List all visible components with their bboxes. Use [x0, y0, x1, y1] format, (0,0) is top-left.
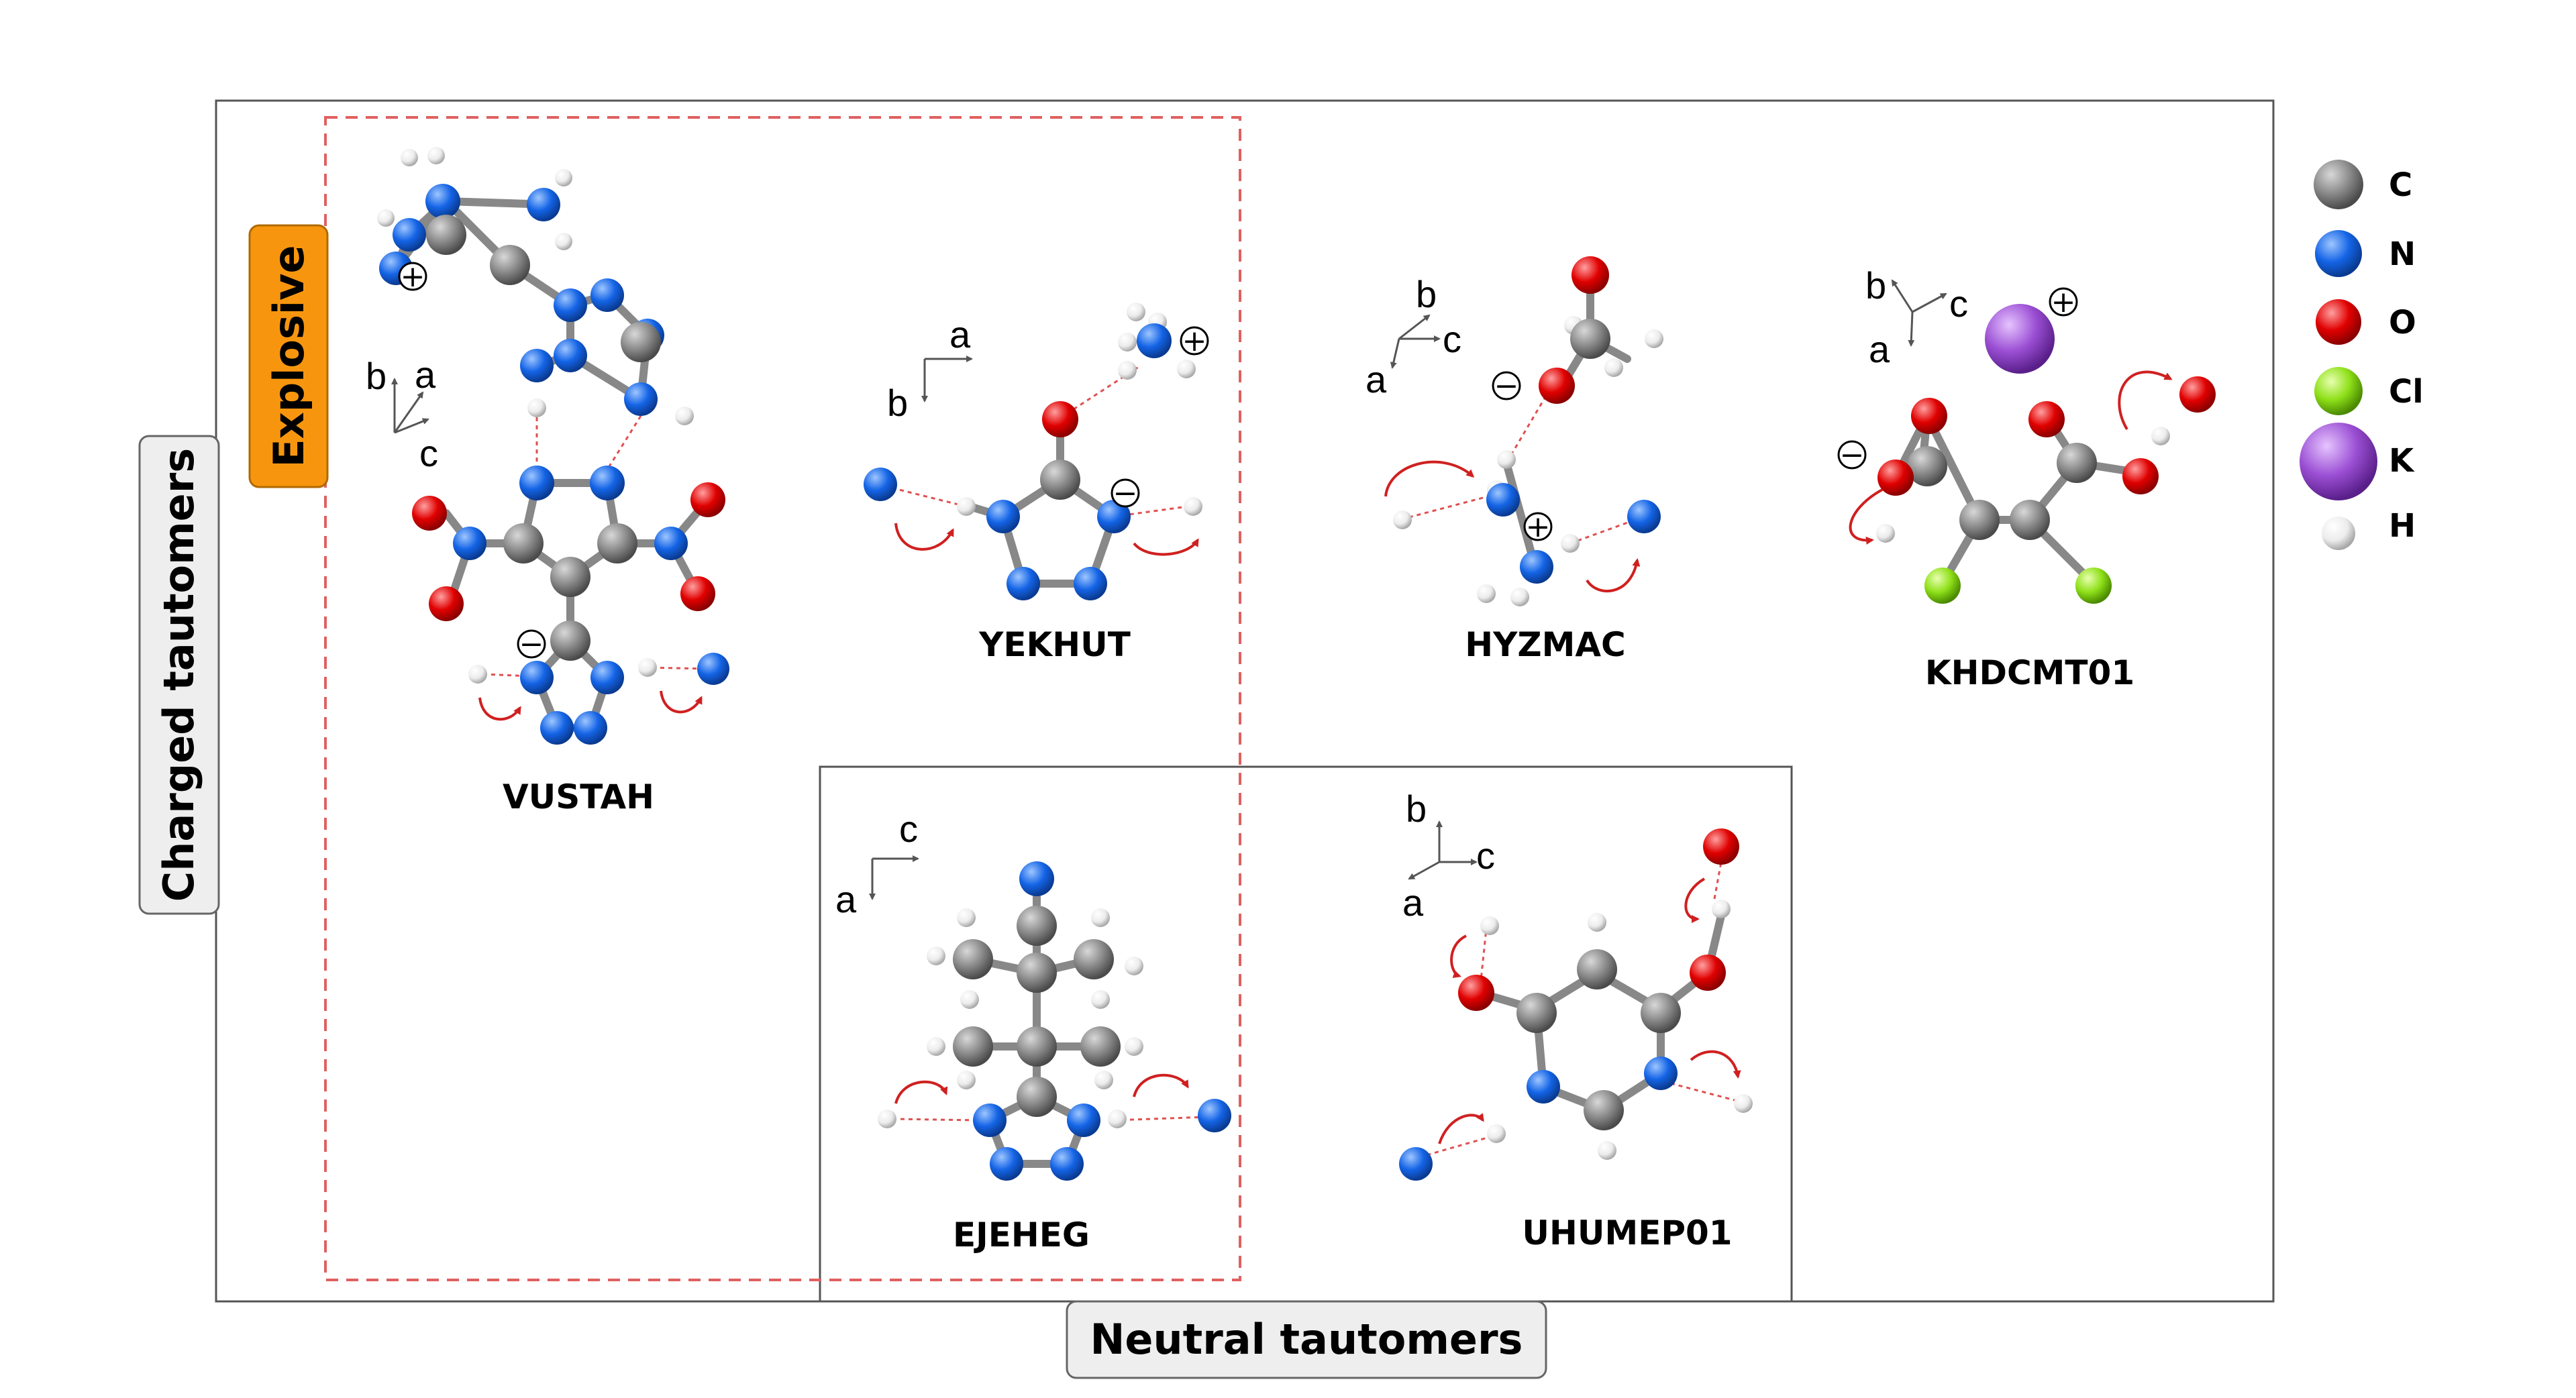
legend-swatch-o [2316, 299, 2361, 345]
yekhut-axes [921, 356, 973, 402]
charged-label: Charged tautomers [154, 448, 203, 902]
hyzmac-charges: − + [1492, 369, 1553, 544]
charged-tab: Charged tautomers [138, 435, 220, 915]
explosive-label: Explosive [264, 245, 313, 467]
uhumep01-proton-arrows [1438, 877, 1741, 1144]
legend-label-n: N [2389, 235, 2416, 273]
ejeheg-hbonds [892, 1116, 1208, 1122]
hyzmac-axis-c: c [1443, 318, 1461, 360]
uhumep01-axis-b: b [1406, 788, 1427, 830]
uhumep01-axis-c: c [1476, 835, 1495, 877]
khdcmt01-proton-arrows [1849, 370, 2173, 545]
yekhut-label: YEKHUT [978, 625, 1131, 664]
hyzmac-axes [1390, 314, 1441, 369]
charged-frame [215, 99, 2275, 1303]
vustah-label: VUSTAH [503, 777, 654, 816]
khdcmt01-axis-b: b [1865, 264, 1886, 307]
yekhut-proton-arrows [894, 523, 1199, 556]
atom-legend: C N O Cl K H [2300, 160, 2424, 550]
ejeheg-axis-a: a [835, 878, 857, 920]
vustah-molecule [392, 197, 712, 732]
hyzmac-axis-a: a [1366, 358, 1387, 400]
vustah-axis-c: c [419, 432, 438, 474]
hyzmac-atoms [1393, 256, 1663, 606]
khdcmt01-axis-a: a [1869, 328, 1890, 370]
khdcmt01-label: KHDCMT01 [1925, 653, 2134, 692]
yekhut-axis-b: b [887, 382, 908, 424]
khdcmt01-atoms [1876, 304, 2216, 604]
legend-swatch-n [2315, 230, 2362, 277]
hyzmac-label: HYZMAC [1465, 625, 1625, 664]
ejeheg-proton-arrows [894, 1073, 1189, 1104]
legend-swatch-cl [2314, 367, 2363, 415]
khdcmt01-molecule [1892, 412, 2145, 588]
khdcmt01-axis-c: c [1949, 282, 1968, 325]
legend-label-cl: Cl [2389, 373, 2424, 411]
ejeheg-label: EJEHEG [953, 1216, 1090, 1254]
uhumep01-hbonds [1419, 861, 1735, 1159]
ejeheg-atoms [878, 861, 1231, 1181]
legend-swatch-k [2300, 423, 2377, 500]
legend-swatch-h [2322, 517, 2355, 550]
neutral-tab: Neutral tautomers [1066, 1300, 1547, 1379]
yekhut-molecule [966, 415, 1118, 588]
legend-swatch-c [2314, 160, 2363, 209]
svg-text:+: + [1526, 510, 1551, 544]
svg-text:−: − [519, 627, 544, 661]
ejeheg-axes [869, 855, 919, 900]
vustah-atoms [377, 147, 729, 745]
uhumep01-label: UHUMEP01 [1522, 1214, 1732, 1252]
uhumep01-atoms [1399, 828, 1753, 1181]
svg-text:+: + [1182, 324, 1207, 358]
hyzmac-molecule [1502, 271, 1631, 564]
vustah-proton-arrows [478, 690, 703, 721]
vustah-axis-b: b [366, 355, 387, 397]
vustah-axes [391, 378, 429, 434]
yekhut-charges: + − [1111, 324, 1209, 510]
uhumep01-molecule [1476, 912, 1725, 1114]
svg-text:−: − [1494, 369, 1519, 403]
legend-label-k: K [2389, 442, 2415, 480]
svg-text:+: + [401, 260, 425, 294]
neutral-label: Neutral tautomers [1090, 1315, 1523, 1364]
hyzmac-proton-arrows [1384, 460, 1641, 593]
uhumep01-axis-a: a [1402, 881, 1424, 924]
yekhut-atoms [864, 303, 1202, 600]
hyzmac-hbonds [1398, 388, 1641, 545]
explosive-region [324, 116, 1241, 1281]
explosive-tab: Explosive [248, 224, 329, 488]
hyzmac-axis-b: b [1416, 273, 1437, 315]
legend-label-c: C [2389, 166, 2412, 204]
yekhut-axis-a: a [949, 313, 971, 356]
ejeheg-axis-c: c [899, 808, 918, 850]
svg-text:+: + [2051, 285, 2076, 319]
svg-text:−: − [1840, 438, 1865, 472]
vustah-axis-a: a [415, 354, 436, 396]
vustah-charges: + − [398, 260, 546, 661]
uhumep01-axes [1408, 820, 1478, 880]
svg-text:−: − [1113, 476, 1138, 510]
legend-label-h: H [2389, 507, 2416, 545]
legend-label-o: O [2389, 304, 2416, 341]
khdcmt01-charges: + − [1837, 285, 2078, 472]
khdcmt01-axes [1891, 279, 1947, 347]
